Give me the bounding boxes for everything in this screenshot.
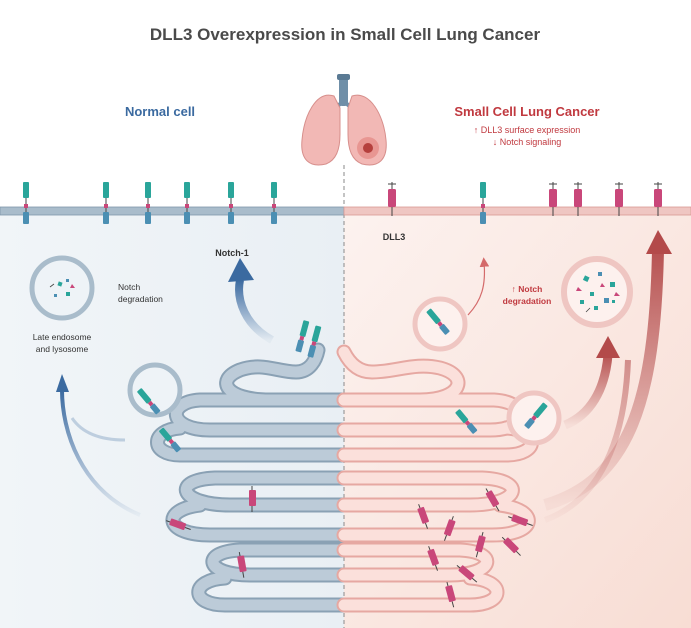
- notch-degradation-label-line2: degradation: [118, 294, 163, 304]
- arrow-notch-to-surface-sclc: [467, 257, 490, 316]
- late-endosome-normal: [29, 255, 95, 321]
- sclc-subtitle-notch: ↓ Notch signaling: [493, 137, 562, 147]
- late-endosome-label-line2: and lysosome: [36, 344, 89, 354]
- sclc-degradation-label-line1: ↑ Notch: [512, 284, 543, 294]
- surface-dll3-sclc: [388, 182, 662, 224]
- lungs-icon: [301, 74, 387, 166]
- notch-degradation-label-line1: Notch: [118, 282, 140, 292]
- arrow-to-lysosome-sclc: [563, 336, 620, 430]
- golgi-normal: [150, 342, 352, 613]
- arrow-to-endosome: [56, 374, 141, 517]
- late-endosome-label-line1: Late endosome: [33, 332, 92, 342]
- dll3-label: DLL3: [383, 232, 406, 242]
- dll3-golgi-sclc: [417, 488, 533, 608]
- normal-cell-heading: Normal cell: [125, 104, 195, 119]
- vesicle-sclc-lower: [506, 390, 562, 446]
- lysosome-sclc: [561, 256, 633, 328]
- notch1-label: Notch-1: [215, 248, 249, 258]
- vesicle-sclc-upper: [412, 296, 468, 352]
- sclc-subtitle-dll3: ↑ DLL3 surface expression: [474, 125, 581, 135]
- diagram-title: DLL3 Overexpression in Small Cell Lung C…: [150, 25, 541, 44]
- notch-pair-trafficking: [159, 320, 478, 453]
- sclc-degradation-label-line2: degradation: [503, 296, 552, 306]
- normal-plasma-membrane: [0, 206, 345, 216]
- sclc-plasma-membrane: [343, 206, 691, 216]
- surface-notch-receptors-normal: [23, 182, 277, 224]
- dll3-golgi-normal: [166, 486, 256, 578]
- sclc-heading: Small Cell Lung Cancer: [454, 104, 599, 119]
- vesicle-normal-left: [127, 362, 183, 418]
- arrow-dll3-to-surface-sclc: [543, 230, 672, 523]
- arrow-notch-to-surface: [228, 258, 275, 344]
